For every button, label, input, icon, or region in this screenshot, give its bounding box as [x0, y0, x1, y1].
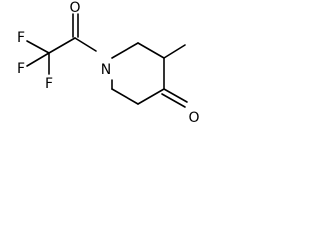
bond-c2-to-c3: [137, 42, 165, 59]
bond-ketone-double-b: [161, 93, 186, 108]
bond-c5-to-c6: [111, 88, 139, 105]
atom-label-fluorine-3: F: [45, 76, 53, 92]
molecule-structure-diagram: O F F F N O: [17, 0, 200, 126]
bonds-group: [26, 13, 188, 108]
atom-label-ketone-oxygen: O: [188, 110, 199, 126]
atom-label-nitrogen: N: [101, 62, 111, 78]
atom-label-acyl-oxygen: O: [69, 0, 80, 16]
bond-c4-to-c5: [137, 88, 165, 105]
bond-c3-to-methyl: [163, 44, 186, 59]
bond-carbonyl-to-cf3: [48, 37, 76, 54]
atom-labels-group: O F F F N O: [17, 0, 200, 126]
atom-label-fluorine-2: F: [17, 61, 25, 77]
bond-carbonyl-to-n: [74, 37, 97, 52]
bond-n-to-c2: [111, 42, 139, 59]
bond-ketone-double-a: [163, 88, 188, 103]
bond-cf3-to-f2: [26, 52, 50, 67]
bond-cf3-to-f1: [26, 40, 50, 54]
atom-label-fluorine-1: F: [17, 30, 25, 46]
